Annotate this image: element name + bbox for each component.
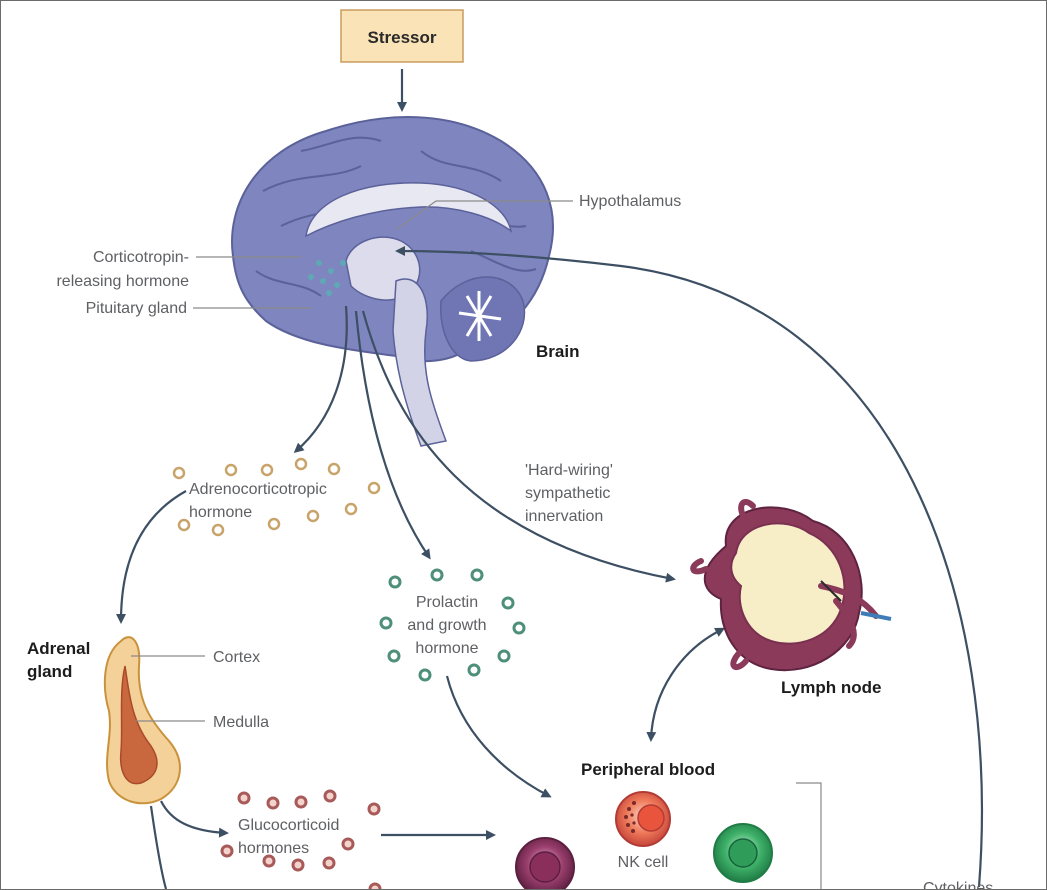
gluco-label-line2: hormones [238, 840, 309, 857]
acth-to-adrenal-arrow [116, 490, 187, 624]
cortex-label: Cortex [213, 649, 260, 666]
sympathetic-arrow [361, 310, 676, 583]
brain-illustration [231, 116, 554, 447]
lymph-node-illustration [690, 499, 892, 672]
hardwiring-label-line1: 'Hard-wiring' [525, 462, 613, 479]
crh-label-line1: Corticotropin- [93, 249, 189, 266]
acth-label-line1: Adrenocorticotropic [189, 481, 327, 498]
prolactin-label-line3: hormone [415, 640, 478, 657]
pituitary-label: Pituitary gland [86, 300, 187, 317]
adrenal-down-arrow [149, 805, 168, 889]
purple-leukocyte [515, 837, 575, 889]
hypothalamus-label: Hypothalamus [579, 193, 681, 210]
cytokines-label: Cytokines [923, 880, 993, 889]
acth-molecules [172, 457, 381, 537]
adrenal-label-line2: gland [27, 662, 72, 681]
hardwiring-label-line2: sympathetic [525, 485, 610, 502]
prolactin-label-line2: and growth [407, 617, 486, 634]
lymph-node-label: Lymph node [781, 678, 881, 697]
glucocorticoid-molecules [220, 789, 382, 889]
crh-label-line2: releasing hormone [56, 273, 189, 290]
cytokines-feedback-arrow [395, 246, 983, 888]
prolactin-arrow [354, 310, 431, 560]
stressor-label: Stressor [368, 28, 437, 47]
acth-label-line2: hormone [189, 504, 252, 521]
nk-cell [615, 791, 671, 847]
lymph-blood-arrow [646, 627, 726, 742]
adrenal-label-line1: Adrenal [27, 639, 90, 658]
gluco-label-line1: Glucocorticoid [238, 817, 339, 834]
adrenal-to-gluco-arrow [160, 800, 229, 838]
acth-arrow [293, 305, 348, 453]
nk-cell-label: NK cell [618, 854, 669, 871]
stressor-box: Stressor [340, 9, 464, 63]
adrenal-gland-illustration [103, 636, 181, 805]
prolactin-label-line1: Prolactin [416, 594, 478, 611]
green-leukocyte [713, 823, 773, 883]
prolactin-to-blood-arrow [445, 675, 552, 798]
hardwiring-label-line3: innervation [525, 508, 603, 525]
medulla-label: Medulla [213, 714, 269, 731]
brain-label: Brain [536, 342, 579, 361]
prolactin-molecules [379, 568, 526, 682]
peripheral-blood-label: Peripheral blood [581, 760, 715, 779]
